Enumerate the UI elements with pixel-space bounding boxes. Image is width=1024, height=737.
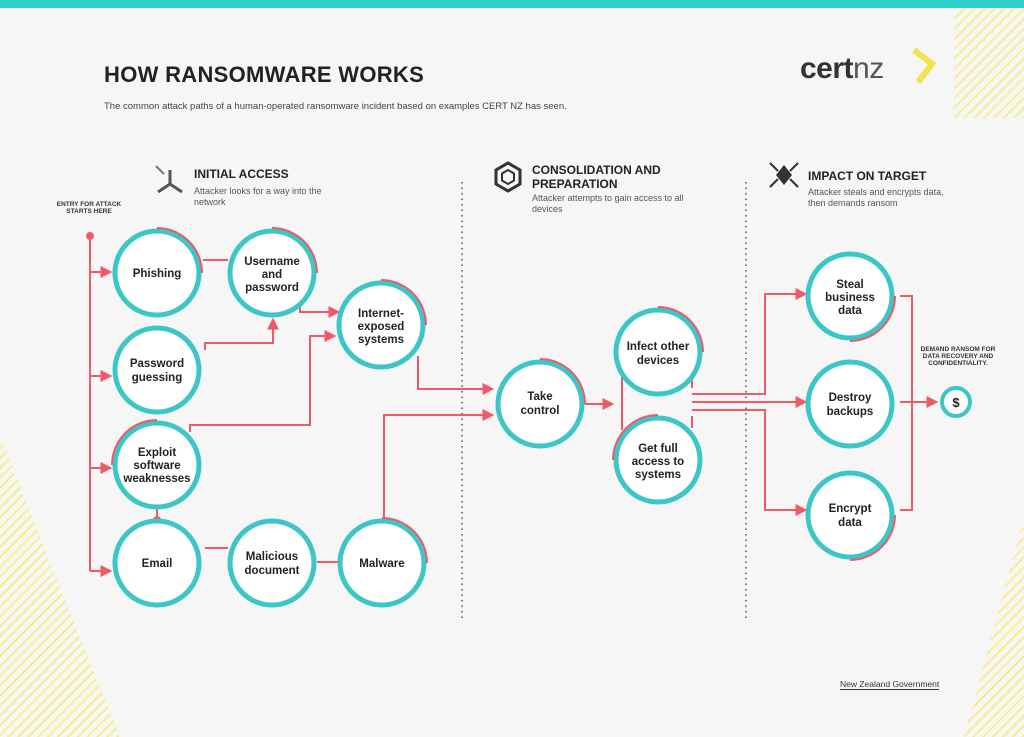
node-get-full-access: Get full access to systems	[612, 414, 703, 505]
entry-label: ENTRY FOR ATTACK STARTS HERE	[56, 201, 122, 215]
node-malware: Malware	[337, 517, 428, 608]
cert-nz-logo: certnz	[800, 52, 884, 86]
node-take-control: Take control	[495, 358, 586, 449]
label-steal-2: business	[825, 292, 875, 304]
line-to-encrypt	[692, 409, 808, 516]
line-internet-take	[417, 356, 495, 395]
section-initial-access-desc: Attacker looks for a way into the networ…	[194, 186, 322, 207]
logo-chevron-icon	[912, 47, 937, 84]
label-username-3: password	[245, 282, 299, 294]
demand-ransom-label: DEMAND RANSOM FOR DATA RECOVERY AND CONF…	[920, 346, 996, 367]
label-getfull-1: Get full	[638, 443, 678, 455]
connectors	[89, 236, 939, 577]
label-take-2: control	[521, 405, 560, 417]
entry-dot	[86, 232, 94, 240]
node-phishing: Phishing	[112, 227, 203, 318]
node-infect: Infect other devices	[613, 306, 704, 397]
node-ransom: $	[940, 386, 972, 418]
label-internet-2: exposed	[358, 321, 405, 333]
footer-government: New Zealand Government	[840, 679, 940, 690]
label-encrypt-2: data	[838, 517, 862, 529]
node-internet: Internet- exposed systems	[336, 279, 427, 370]
section-initial-access-title: INITIAL ACCESS	[194, 167, 289, 181]
hexagon-icon	[494, 161, 522, 193]
page-title: HOW RANSOMWARE WORKS	[104, 62, 425, 87]
page-subtitle: The common attack paths of a human-opera…	[104, 101, 567, 112]
label-phishing: Phishing	[133, 268, 182, 280]
section-impact-title: IMPACT ON TARGET	[808, 169, 927, 183]
label-username-2: and	[262, 269, 282, 281]
dollar-icon: $	[952, 395, 960, 410]
node-malicious-document: Malicious document	[227, 518, 317, 608]
label-getfull-3: systems	[635, 469, 681, 481]
label-email: Email	[142, 558, 173, 570]
line-to-steal	[692, 288, 808, 395]
node-password-guessing: Password guessing	[112, 325, 202, 415]
section-consolidation-desc: Attacker attempts to gain access to all …	[532, 193, 684, 214]
logo-text-cert: cert	[800, 52, 854, 85]
label-encrypt-1: Encrypt	[829, 503, 872, 515]
label-destroy-2: backups	[827, 406, 874, 418]
label-internet-1: Internet-	[358, 308, 404, 320]
label-maldoc-2: document	[245, 565, 300, 577]
line-malware-take	[383, 409, 495, 518]
label-pwguess-2: guessing	[132, 372, 182, 384]
line-exploit-internet	[189, 330, 337, 432]
top-accent-bar	[0, 0, 1024, 8]
label-destroy-1: Destroy	[829, 392, 872, 404]
label-steal-3: data	[838, 305, 862, 317]
label-exploit-1: Exploit	[138, 447, 177, 459]
node-username: Username and password	[227, 227, 318, 318]
impact-icon	[769, 162, 799, 188]
node-encrypt: Encrypt data	[805, 470, 896, 561]
logo-text-nz: nz	[853, 52, 884, 85]
node-destroy: Destroy backups	[805, 359, 895, 449]
label-take-1: Take	[527, 391, 552, 403]
node-exploit: Exploit software weaknesses	[111, 419, 202, 510]
label-pwguess-1: Password	[130, 358, 184, 370]
label-maldoc-1: Malicious	[246, 551, 298, 563]
label-getfull-2: access to	[632, 456, 684, 468]
label-steal-1: Steal	[836, 279, 864, 291]
node-steal: Steal business data	[805, 251, 896, 342]
hatch-decoration-top-right	[954, 8, 1024, 118]
section-consolidation-title: CONSOLIDATION AND PREPARATION	[532, 163, 661, 191]
label-exploit-2: software	[133, 460, 180, 472]
section-impact-desc: Attacker steals and encrypts data, then …	[808, 187, 944, 208]
label-username-1: Username	[244, 256, 300, 268]
line-pwguess-username	[204, 317, 279, 350]
label-internet-3: systems	[358, 334, 404, 346]
node-email: Email	[112, 518, 202, 608]
label-infect-2: devices	[637, 355, 679, 367]
label-exploit-3: weaknesses	[122, 473, 190, 485]
label-infect-1: Infect other	[627, 341, 690, 353]
label-malware: Malware	[359, 558, 404, 570]
network-icon	[155, 165, 183, 194]
